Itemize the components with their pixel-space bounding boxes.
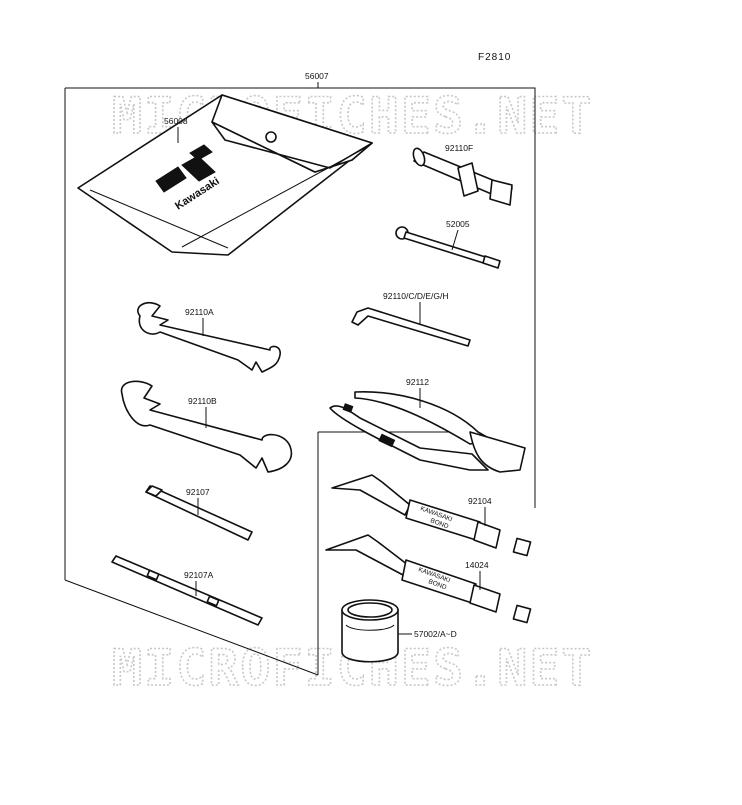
part-92110F <box>412 147 513 206</box>
label-92107: 92107 <box>186 487 210 497</box>
label-92104: 92104 <box>468 496 492 506</box>
label-92110A: 92110A <box>185 307 214 317</box>
part-92107 <box>145 485 253 541</box>
figure-code: F2810 <box>478 52 511 63</box>
label-92112: 92112 <box>406 377 429 387</box>
part-52005 <box>395 226 501 269</box>
label-52005: 52005 <box>446 219 470 229</box>
part-hex-keys <box>351 307 471 347</box>
label-92107A: 92107A <box>184 570 214 580</box>
label-56008: 56008 <box>164 116 188 126</box>
kit-outline <box>64 82 536 676</box>
part-92110A <box>137 301 281 373</box>
label-14024: 14024 <box>465 560 489 570</box>
kit-label: 56007 <box>305 71 329 81</box>
label-92110B: 92110B <box>188 396 217 406</box>
label-92110CDEGH: 92110/C/D/E/G/H <box>383 291 449 301</box>
label-92110F: 92110F <box>445 143 473 153</box>
tool-pouch <box>77 94 373 256</box>
part-57002 <box>341 599 399 663</box>
label-57002: 57002/A~D <box>414 629 457 639</box>
part-92112 <box>329 391 526 473</box>
part-92107A <box>111 555 263 626</box>
